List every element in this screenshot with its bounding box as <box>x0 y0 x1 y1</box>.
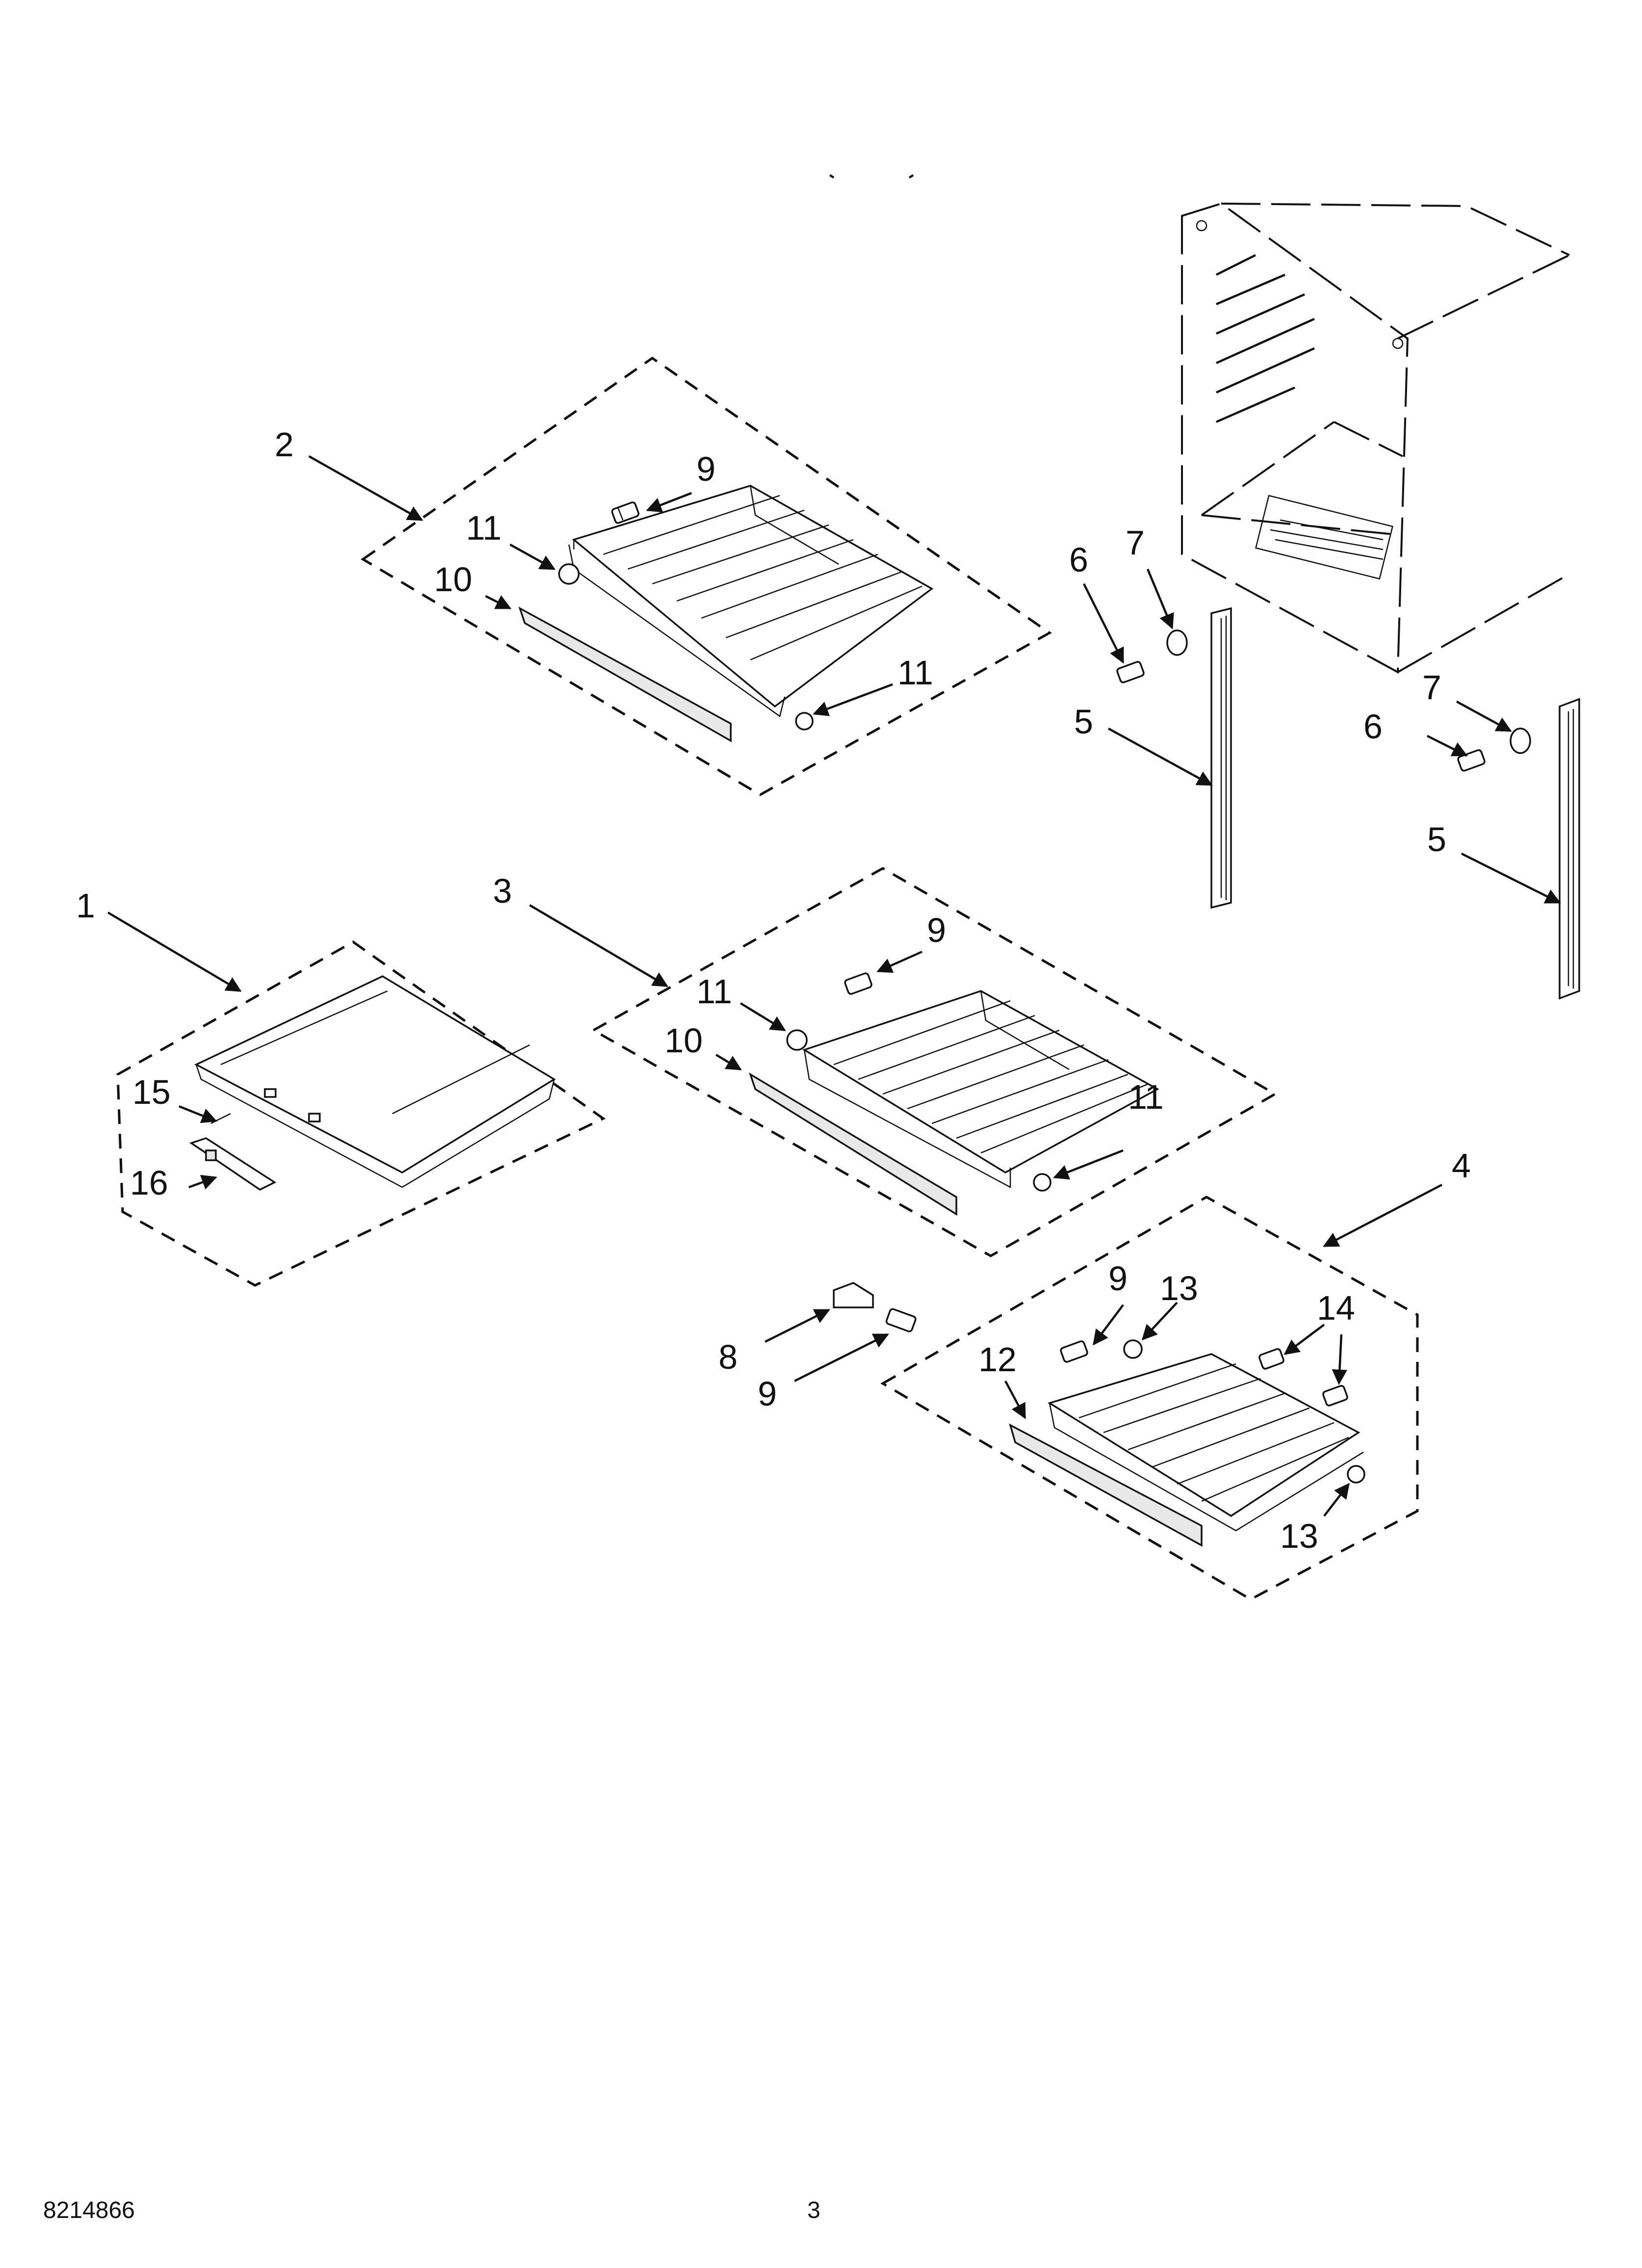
callout-labels: 1 2 3 4 5 5 6 6 7 7 8 9 9 9 9 10 10 11 1… <box>76 425 1471 1555</box>
callout-8: 8 <box>718 1338 738 1376</box>
screw-9a <box>611 501 640 524</box>
callout-13a: 13 <box>1160 1269 1198 1307</box>
roller-13a <box>1123 1339 1143 1359</box>
screw-9b <box>844 972 872 995</box>
callout-10b: 10 <box>665 1021 703 1060</box>
callout-5a: 5 <box>1074 703 1093 741</box>
rail-5b <box>1559 698 1580 1000</box>
screw-14b <box>1322 1384 1348 1407</box>
callout-11a: 11 <box>466 509 502 547</box>
callout-16: 16 <box>130 1164 168 1202</box>
callout-4: 4 <box>1452 1147 1471 1185</box>
callout-1: 1 <box>76 886 95 925</box>
callout-11c: 11 <box>696 972 732 1011</box>
callout-7b: 7 <box>1422 668 1441 706</box>
screw-6a <box>1116 661 1145 683</box>
cover-panel <box>194 975 556 1188</box>
shelf-frame-3 <box>802 990 1159 1189</box>
callout-9c: 9 <box>758 1375 777 1413</box>
callout-2: 2 <box>275 425 294 464</box>
callout-5b: 5 <box>1427 820 1446 859</box>
washer-7a <box>1166 629 1188 656</box>
roller-11d <box>1033 1173 1052 1192</box>
callout-11d: 11 <box>1128 1078 1164 1116</box>
shelf-frame-4 <box>1047 1353 1364 1532</box>
roller-11a <box>558 563 580 585</box>
roller-11b <box>795 712 814 730</box>
bracket-8 <box>833 1282 874 1308</box>
callout-3: 3 <box>493 872 512 910</box>
assembly-3-shelf <box>590 867 1278 1257</box>
page-number: 3 <box>807 2197 821 2223</box>
screw-9d <box>1060 1340 1088 1363</box>
cabinet-liner <box>1181 202 1570 674</box>
callout-11b: 11 <box>898 653 933 692</box>
callout-6a: 6 <box>1069 541 1088 579</box>
assembly-4-shelf <box>880 1196 1419 1601</box>
callout-9b: 9 <box>927 911 946 949</box>
callout-13b: 13 <box>1280 1517 1318 1555</box>
screw-9c <box>885 1308 917 1332</box>
washer-7b <box>1510 728 1531 754</box>
document-number: 8214866 <box>43 2197 135 2223</box>
trim-10b <box>748 1072 957 1216</box>
trim-12 <box>1009 1423 1203 1547</box>
cabinet-vents-upper <box>1215 254 1315 423</box>
screw-14a <box>1258 1348 1284 1370</box>
rail-5a <box>1210 607 1232 909</box>
top-marks <box>829 174 914 179</box>
switch-16 <box>189 1137 277 1191</box>
callout-7a: 7 <box>1126 523 1145 562</box>
assembly-1-cover <box>116 940 606 1287</box>
callout-9d: 9 <box>1108 1259 1128 1298</box>
leader-lines <box>107 455 1561 1517</box>
callout-9a: 9 <box>696 450 716 488</box>
callout-10a: 10 <box>434 560 472 599</box>
callout-14: 14 <box>1317 1289 1355 1327</box>
cabinet-vents-floor <box>1255 495 1393 580</box>
trim-10a <box>518 606 732 743</box>
callout-6b: 6 <box>1363 707 1383 746</box>
roller-13b <box>1347 1465 1365 1484</box>
wire-15 <box>210 1113 231 1124</box>
callout-15: 15 <box>132 1073 171 1111</box>
assembly-2-shelf <box>360 356 1052 796</box>
roller-11c <box>786 1029 808 1051</box>
callout-12: 12 <box>978 1340 1017 1379</box>
shelf-frame-2 <box>568 485 934 718</box>
